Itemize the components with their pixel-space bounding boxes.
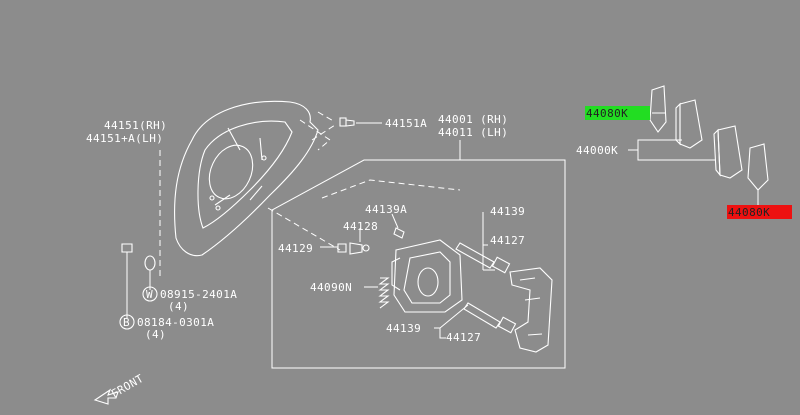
bolt-marker (119, 314, 135, 330)
washer-marker (142, 286, 158, 302)
label-pad-kit: 44000K (576, 144, 618, 157)
dust-shield (174, 100, 319, 257)
label-44127-top: 44127 (490, 234, 525, 247)
label-bolt-qty: (4) (145, 328, 166, 341)
bolt-marker-letter: B (123, 316, 130, 329)
label-44090n: 44090N (310, 281, 352, 294)
label-44128: 44128 (343, 220, 378, 233)
brake-pad-inner (675, 99, 703, 149)
washer-marker-letter: W (146, 288, 153, 301)
label-44139-top: 44139 (490, 205, 525, 218)
label-44129: 44129 (278, 242, 313, 255)
label-washer: 08915-2401A (160, 288, 237, 301)
label-44127-bottom: 44127 (446, 331, 481, 344)
label-44139-bottom: 44139 (386, 322, 421, 335)
highlight-green (585, 106, 650, 120)
label-shield-lh: 44151+A(LH) (86, 132, 163, 145)
label-caliper-lh: 44011 (LH) (438, 126, 508, 139)
mounting-washer (144, 255, 156, 290)
anti-rattle-spring (364, 277, 390, 309)
label-bolt: 08184-0301A (137, 316, 214, 329)
shim-green (649, 85, 667, 133)
label-bolt-44151a: 44151A (385, 117, 427, 130)
highlight-red (727, 205, 792, 219)
label-pads-red: 44080K (728, 206, 770, 219)
label-front: FRONT (109, 372, 146, 401)
caliper-bracket (509, 267, 553, 353)
front-arrow-icon (93, 388, 119, 405)
brake-pad-outer (713, 125, 743, 179)
shim-red (747, 143, 769, 191)
label-44139a: 44139A (365, 203, 407, 216)
caliper-frame (271, 159, 566, 369)
shield-bolt (339, 117, 382, 127)
label-shield-rh: 44151(RH) (104, 119, 167, 132)
label-washer-qty: (4) (168, 300, 189, 313)
bleeder-screw (391, 213, 405, 239)
guide-pins (455, 242, 517, 334)
mounting-bolt (121, 243, 133, 318)
bleeder-cap (320, 228, 370, 255)
label-caliper-rh: 44001 (RH) (438, 113, 508, 126)
caliper-body (391, 239, 463, 313)
label-pads-green: 44080K (586, 107, 628, 120)
